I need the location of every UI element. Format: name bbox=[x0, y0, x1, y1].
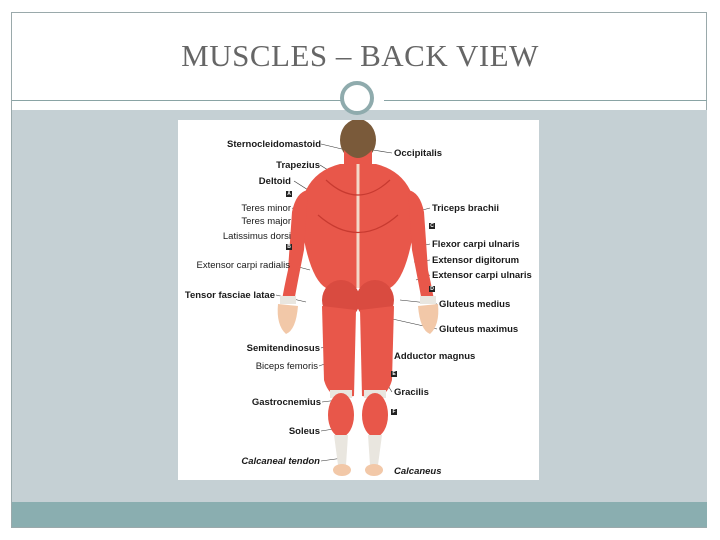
label-calcaneus: Calcaneus bbox=[394, 466, 442, 477]
footer-bar bbox=[12, 502, 707, 527]
muscle-diagram: Sternocleidomastoid Trapezius Deltoid Te… bbox=[178, 120, 539, 480]
label-gluteus-maximus: Gluteus maximus bbox=[439, 324, 519, 335]
title-ring-ornament bbox=[340, 81, 374, 115]
label-gracilis: Gracilis bbox=[394, 387, 429, 398]
label-sternocleidomastoid: Sternocleidomastoid bbox=[227, 139, 321, 150]
marker-f: F bbox=[391, 409, 397, 415]
marker-d: D bbox=[429, 286, 435, 292]
marker-e: E bbox=[391, 371, 397, 377]
marker-a: A bbox=[286, 191, 292, 197]
label-extensor-carpi-ulnaris: Extensor carpi ulnaris bbox=[432, 270, 532, 281]
label-semitendinosus: Semitendinosus bbox=[246, 343, 320, 354]
label-gastrocnemius: Gastrocnemius bbox=[251, 397, 321, 408]
label-biceps-femoris: Biceps femoris bbox=[255, 361, 318, 372]
label-extensor-carpi-radialis: Extensor carpi radialis bbox=[196, 260, 290, 271]
title-divider-right bbox=[384, 100, 707, 101]
label-occipitalis: Occipitalis bbox=[394, 148, 443, 159]
label-adductor-magnus: Adductor magnus bbox=[394, 351, 476, 362]
label-extensor-digitorum: Extensor digitorum bbox=[432, 255, 520, 266]
label-flexor-carpi-ulnaris: Flexor carpi ulnaris bbox=[432, 239, 520, 250]
body-illustration bbox=[275, 120, 439, 476]
marker-c: C bbox=[429, 223, 435, 229]
label-soleus: Soleus bbox=[288, 426, 320, 437]
label-triceps-brachii: Triceps brachii bbox=[432, 203, 500, 214]
label-gluteus-medius: Gluteus medius bbox=[439, 299, 511, 310]
label-trapezius: Trapezius bbox=[276, 160, 320, 171]
label-deltoid: Deltoid bbox=[258, 176, 291, 187]
label-calcaneal-tendon: Calcaneal tendon bbox=[241, 456, 320, 467]
label-teres-major: Teres major bbox=[241, 216, 291, 227]
marker-b: B bbox=[286, 244, 292, 250]
slide-title: MUSCLES – BACK VIEW bbox=[181, 38, 539, 73]
label-latissimus-dorsi: Latissimus dorsi bbox=[222, 231, 291, 242]
title-divider-left bbox=[12, 100, 342, 101]
label-teres-minor: Teres minor bbox=[241, 203, 291, 214]
label-tensor-fasciae-latae: Tensor fasciae latae bbox=[184, 290, 275, 301]
